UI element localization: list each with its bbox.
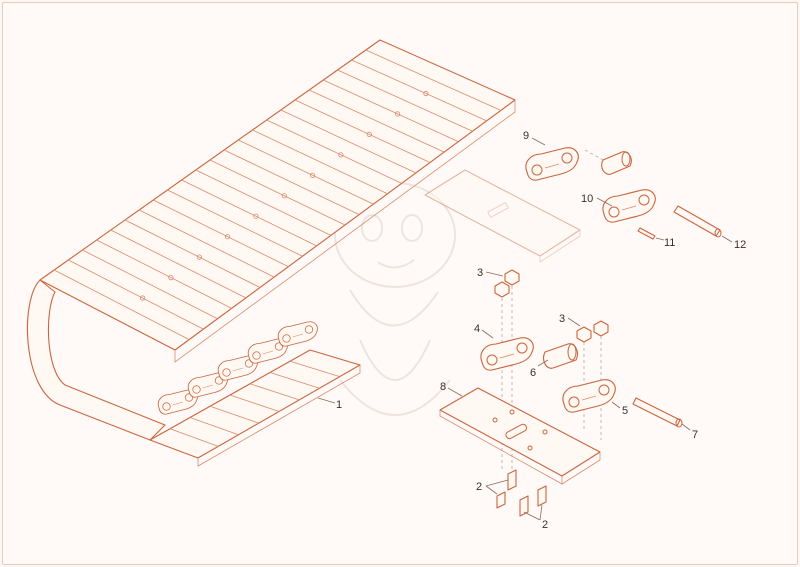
label-part-3a: 3 (477, 267, 483, 279)
label-part-2b: 2 (542, 519, 548, 531)
label-part-3b: 3 (559, 313, 565, 325)
track-shoe-grouser (68, 259, 204, 330)
track-shoe-grouser (223, 149, 360, 215)
track-shoe-bolt-hole (423, 90, 429, 97)
bushing-part-6 (543, 343, 578, 369)
track-link (277, 321, 318, 347)
track-shoe-grouser (294, 99, 431, 163)
track-shoe-grouser (238, 139, 374, 205)
track-shoe-grouser (323, 79, 459, 143)
label-part-2a: 2 (476, 481, 482, 493)
track-shoe-bolt-hole (366, 131, 372, 137)
nut-part-3a (494, 269, 520, 298)
link-part-4 (480, 337, 534, 371)
track-shoe-grouser (229, 394, 280, 412)
label-part-11: 11 (664, 237, 675, 249)
label-part-4: 4 (474, 323, 480, 335)
link-part-5 (562, 379, 616, 413)
track-shoe-grouser (280, 109, 417, 174)
track-shoe-grouser (289, 360, 340, 378)
track-shoe-grouser (249, 383, 300, 401)
shoe-plate-part-8 (439, 387, 601, 485)
track-shoe-grouser (167, 189, 303, 257)
track-shoe-grouser (169, 428, 219, 447)
label-part-9: 9 (523, 130, 529, 142)
label-part-5: 5 (622, 405, 628, 417)
track-shoe-bolt-hole (253, 213, 259, 219)
track-shoe-grouser (365, 49, 501, 111)
track-shoe-bolt-hole (338, 152, 344, 158)
track-shoe-grouser (209, 159, 346, 226)
track-shoe-grouser (124, 219, 261, 288)
track-shoe-bolt-hole (281, 193, 287, 199)
bushing-upper (601, 151, 632, 175)
label-part-12: 12 (734, 239, 746, 251)
track-shoe-grouser (195, 169, 332, 236)
label-part-8: 8 (440, 381, 446, 393)
pin-part-7 (632, 397, 683, 428)
pin-part-12 (673, 205, 722, 238)
track-shoe-grouser (53, 269, 190, 340)
track-shoe-grouser (209, 405, 259, 424)
track-shoe-grouser (82, 249, 218, 320)
track-shoe-grouser (181, 179, 317, 247)
label-part-10: 10 (581, 193, 593, 205)
track-shoe-grouser (337, 69, 473, 132)
track-shoe-bolt-hole (309, 172, 316, 178)
track-shoe-bolt-hole (196, 254, 202, 260)
track-shoe-grouser (189, 417, 239, 436)
label-part-7: 7 (692, 429, 698, 441)
track-shoe-grouser (96, 239, 232, 309)
track-shoe-grouser (351, 59, 487, 122)
nut-part-3b (576, 320, 609, 343)
label-part-6: 6 (530, 367, 536, 379)
pin-part-11 (637, 227, 656, 240)
track-shoe-grouser (266, 119, 402, 184)
track-shoe-bolt-hole (140, 295, 146, 301)
link-part-10 (602, 189, 656, 223)
track-shoe-bolt-hole (225, 234, 231, 240)
track-shoe-bolt-hole (394, 111, 401, 117)
track-shoe-grouser (308, 89, 445, 153)
track-shoe-grouser (269, 372, 320, 389)
track-shoe-bolt-hole (168, 274, 174, 281)
track-shoe-grouser (110, 229, 247, 299)
ghost-shoe (424, 169, 581, 263)
label-part-1: 1 (336, 399, 342, 411)
track-shoe-grouser (153, 199, 289, 268)
track-shoe-grouser (138, 209, 275, 278)
track-shoe-grouser (252, 129, 388, 195)
bolt-part-2 (496, 469, 547, 517)
part-labels: 1 2 2 3 3 4 5 6 7 8 9 10 11 12 (336, 130, 746, 531)
track-chain-assembly (26, 39, 516, 467)
link-part-9 (525, 147, 579, 181)
